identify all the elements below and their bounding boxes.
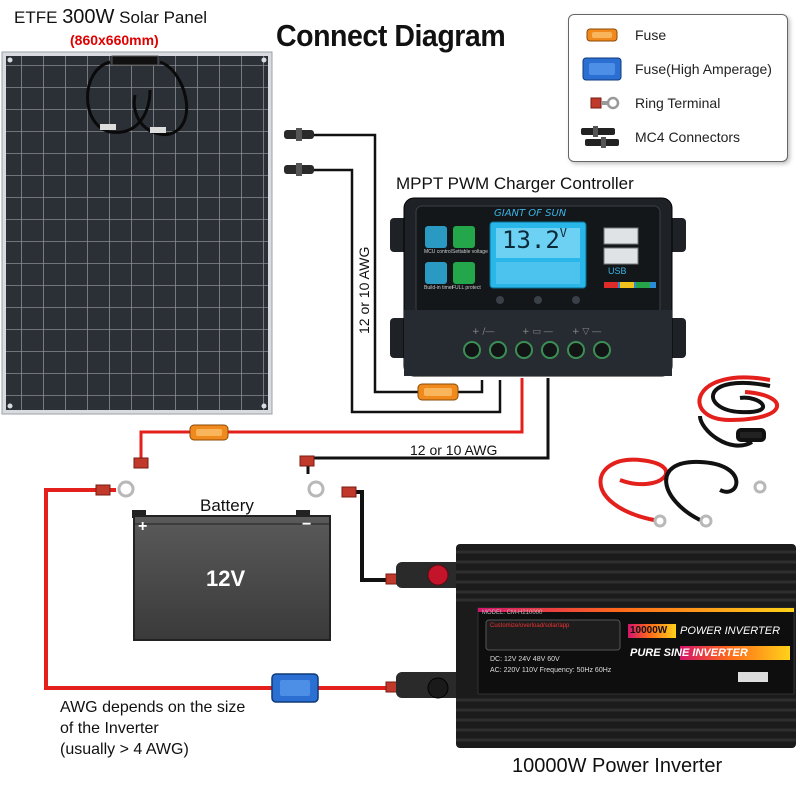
inverter-positive-wire xyxy=(44,488,392,690)
fuse-icon xyxy=(417,383,459,401)
controller-display-value: 13.2V xyxy=(502,226,567,254)
ring-terminal-icon xyxy=(590,96,620,110)
inverter-ac-options: AC: 220V 110V Frequency: 50Hz 60Hz xyxy=(490,667,612,674)
solar-panel-wattage: 300W xyxy=(62,6,115,28)
svg-text:+ /―: + /― xyxy=(472,327,494,337)
controller-button-timer: Build-in timer xyxy=(424,285,454,291)
controller-label: MPPT PWM Charger Controller xyxy=(396,174,634,193)
legend-item-high-amperage-fuse: Fuse(High Amperage) xyxy=(569,57,787,81)
cable-lugs xyxy=(653,480,767,528)
inverter-wire-note-line1: AWG depends on the size xyxy=(60,699,246,716)
ring-terminal-icon xyxy=(95,455,401,693)
legend-item-ring-terminal: Ring Terminal xyxy=(569,91,787,115)
controller-button-protect: FULL protect xyxy=(452,285,481,291)
display-unit: V xyxy=(559,226,568,240)
solar-panel-prefix: ETFE xyxy=(14,8,58,27)
battery xyxy=(132,510,331,641)
fuse-icon xyxy=(189,424,229,441)
diagram-title: Connect Diagram xyxy=(276,18,506,53)
mc4-connector-icon xyxy=(284,128,314,176)
legend: Fuse Fuse(High Amperage) Ring Terminal M… xyxy=(568,14,788,162)
inverter-model: MODEL: CM-H210000 xyxy=(482,610,543,616)
legend-label: Fuse xyxy=(635,27,667,43)
controller-usb-label: USB xyxy=(608,266,627,276)
fuse-icon xyxy=(586,28,618,42)
pv-extension-cables xyxy=(697,375,779,448)
solar-panel-dimensions: (860x660mm) xyxy=(70,32,159,48)
inverter-wire-note-line3: (usually > 4 AWG) xyxy=(60,741,189,758)
controller-button-mcu: MCU control xyxy=(424,249,452,255)
svg-text:+ ▽ ―: + ▽ ― xyxy=(572,327,601,337)
inverter-title-line: POWER INVERTER xyxy=(680,625,781,637)
battery-positive-sign: + xyxy=(138,518,148,535)
battery-wire-gauge: 12 or 10 AWG xyxy=(410,442,498,458)
high-amperage-fuse-icon xyxy=(271,673,319,703)
legend-label: Ring Terminal xyxy=(635,95,721,111)
battery-cables xyxy=(598,457,739,522)
high-amperage-fuse-icon xyxy=(582,57,622,81)
svg-text:+ ▭ ―: + ▭ ― xyxy=(522,327,553,337)
battery-voltage: 12V xyxy=(206,566,246,591)
inverter-label: 10000W Power Inverter xyxy=(512,755,723,777)
inverter-negative-wire xyxy=(352,490,392,582)
charge-controller: + /― + ▭ ― + ▽ ― xyxy=(390,197,686,377)
display-number: 13.2 xyxy=(502,226,560,254)
power-inverter xyxy=(396,544,796,748)
legend-label: MC4 Connectors xyxy=(635,129,741,145)
controller-button-voltage: Settable voltage xyxy=(452,249,488,255)
controller-brand: GIANT OF SUN xyxy=(494,208,567,219)
battery-negative-sign: − xyxy=(302,516,312,533)
pv-wire-gauge: 12 or 10 AWG xyxy=(356,246,372,334)
pv-wires xyxy=(314,133,502,414)
solar-panel xyxy=(1,51,273,415)
inverter-dc-options: DC: 12V 24V 48V 60V xyxy=(490,656,560,663)
legend-item-fuse: Fuse xyxy=(569,23,787,47)
mc4-connector-icon xyxy=(581,126,619,148)
inverter-subtitle-line: PURE SINE INVERTER xyxy=(630,647,748,659)
legend-item-mc4: MC4 Connectors xyxy=(569,125,787,149)
inverter-badge: 10000W xyxy=(630,625,668,636)
inverter-display-text: Customize/overload/solar/app xyxy=(490,623,570,629)
battery-label: Battery xyxy=(200,496,254,515)
legend-label: Fuse(High Amperage) xyxy=(635,61,772,77)
solar-panel-title: ETFE 300W Solar Panel xyxy=(14,6,207,29)
inverter-wire-note-line2: of the Inverter xyxy=(60,720,159,737)
solar-panel-suffix: Solar Panel xyxy=(119,8,208,27)
